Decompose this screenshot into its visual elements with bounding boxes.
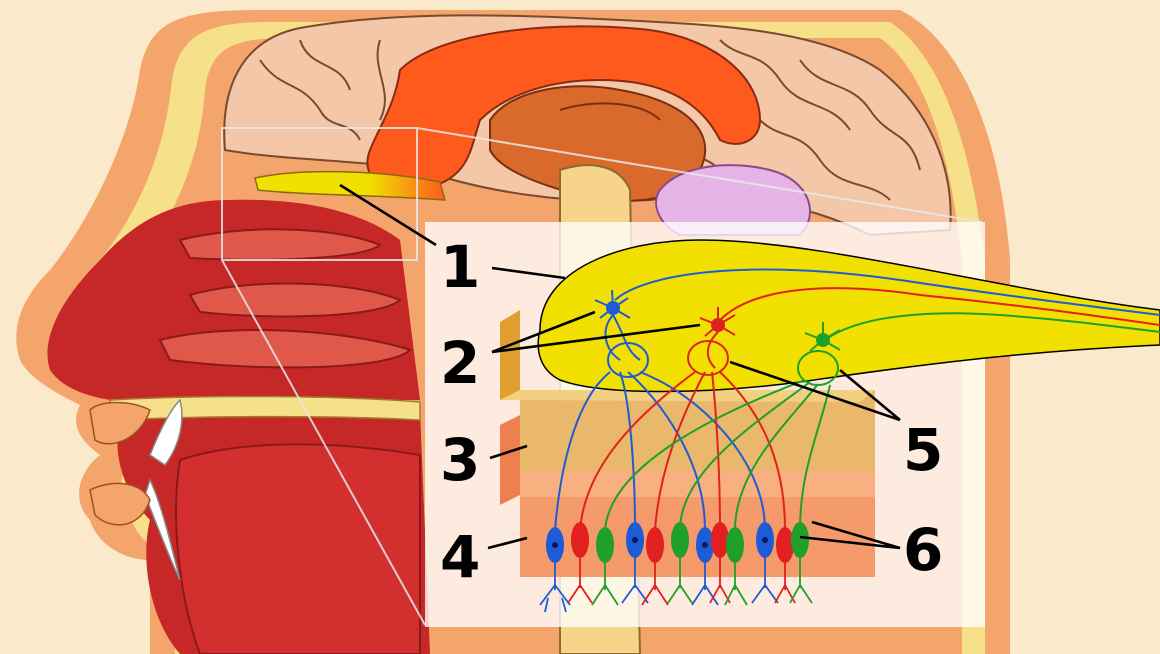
label-6: 6 [903,516,943,584]
olfactory-bulb [538,240,1160,392]
label-3: 3 [440,426,480,494]
label-1: 1 [440,233,480,301]
label-2: 2 [440,329,480,397]
palate [110,396,420,420]
label-5: 5 [903,416,943,484]
label-4: 4 [440,523,480,591]
